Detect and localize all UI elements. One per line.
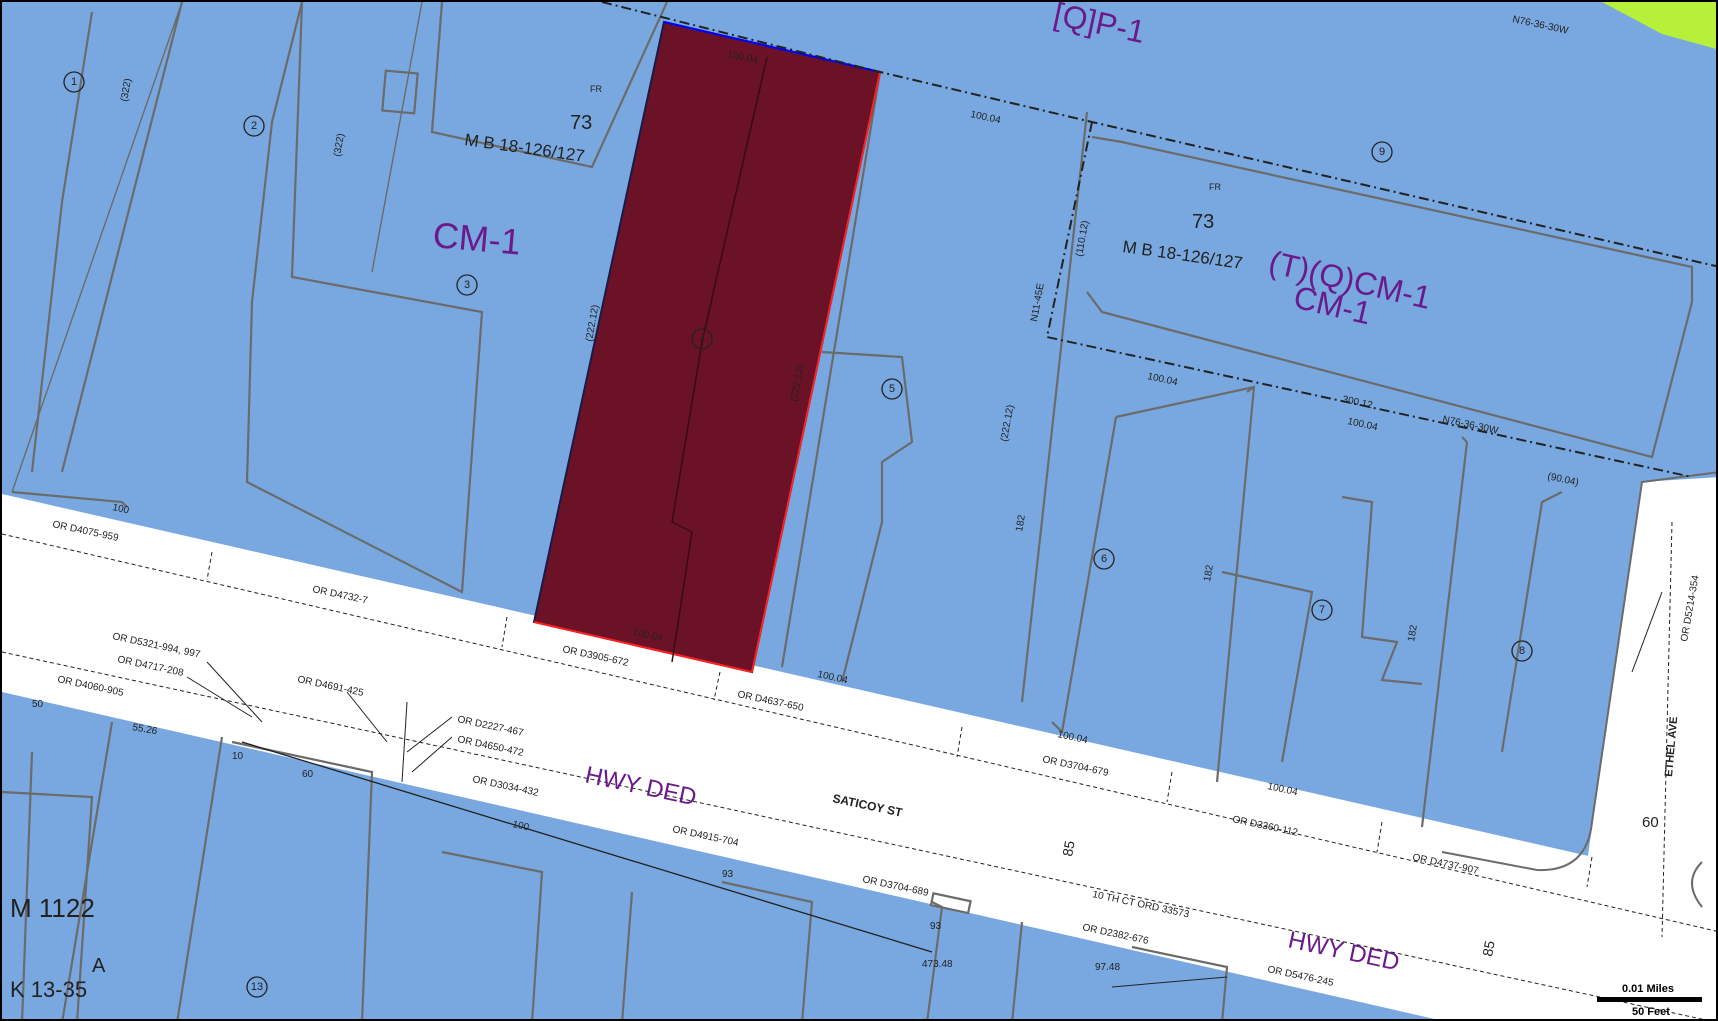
- open-space-zone: [1602, 2, 1716, 49]
- dim-60-a: 60: [302, 769, 314, 780]
- dim-182-a: 182: [1014, 514, 1028, 533]
- tract-num-left: 73: [570, 112, 592, 134]
- scale-feet: 50 Feet: [1632, 1006, 1670, 1018]
- ethel-ave-label: ETHEL AVE: [1663, 716, 1680, 777]
- leader-arrows: [186, 591, 1663, 988]
- dim-473: 473.48: [922, 959, 953, 970]
- dim-93-a: 93: [722, 869, 734, 880]
- dim-100: 100: [111, 502, 130, 516]
- dim-93-b: 93: [930, 921, 942, 932]
- lot-7: 7: [1319, 604, 1325, 616]
- subject-parcel-right-edge: [751, 71, 881, 673]
- lot-3: 3: [464, 279, 470, 291]
- lot-13: 13: [251, 981, 263, 993]
- bearing-middle: N76-36-30W: [1441, 414, 1499, 437]
- dim-a: 100.04: [969, 109, 1002, 126]
- tract-fr-left: FR: [590, 84, 602, 94]
- tract-num-right: 73: [1192, 211, 1214, 233]
- tract-fr-right: FR: [1209, 182, 1221, 192]
- tract-mb-bottom: M 1122: [10, 893, 95, 923]
- dim-300: 300.12: [1341, 394, 1374, 411]
- zone-top-label: [Q]P-1: [1051, 2, 1149, 50]
- curb-line: [1441, 471, 1716, 872]
- dim-90: (90.04): [1546, 471, 1579, 488]
- tract-mb-left: M B 18-126/127: [463, 130, 585, 166]
- ethel-ave-row: [1582, 477, 1716, 897]
- lot-1: 1: [71, 76, 77, 88]
- lot-lines-north: [11, 2, 1694, 828]
- bearing-top: N76-36-30W: [1511, 14, 1569, 37]
- lot-2: 2: [251, 120, 257, 132]
- dim-55: 55.26: [131, 722, 158, 737]
- lot-8: 8: [1519, 645, 1525, 657]
- lot-9: 9: [1379, 146, 1385, 158]
- dim-322-b: (322): [332, 133, 347, 158]
- dim-100-b: 100: [511, 819, 530, 833]
- dim-50: 50: [32, 699, 44, 710]
- dim-182-c: 182: [1406, 624, 1420, 643]
- lot-5: 5: [889, 383, 895, 395]
- dim-c: 100.04: [1346, 416, 1379, 433]
- zone-boundary-top: [601, 2, 1716, 268]
- subject-parcel-inner-line: [671, 56, 768, 663]
- dim-60-b: 60: [1642, 814, 1659, 831]
- dim-10: 10: [232, 751, 244, 762]
- tract-bottom-ref: K 13-35: [10, 977, 87, 1002]
- bearing-side: N11-45E: [1029, 282, 1047, 322]
- street-dashed-lines: [2, 521, 1716, 1019]
- dim-97: 97.48: [1095, 962, 1120, 973]
- lot-lines-south: [2, 721, 1229, 1019]
- tract-bottom-a: A: [92, 955, 106, 977]
- lot-4: 4: [699, 333, 705, 345]
- dim-322-a: (322): [119, 78, 134, 103]
- subject-parcel-bottom-edge: [533, 621, 753, 673]
- saticoy-street-row: [2, 494, 1716, 1019]
- dim-182-b: 182: [1202, 564, 1216, 583]
- lot-numbers: 1 2 3 4 5 6 7 8 9 13: [63, 71, 1533, 998]
- tract-mb-right: M B 18-126/127: [1121, 237, 1243, 273]
- dim-85-b: 85: [1479, 939, 1497, 957]
- dim-b: 100.04: [1146, 371, 1179, 388]
- curb-right: [1691, 861, 1703, 908]
- scale-miles: 0.01 Miles: [1622, 983, 1674, 995]
- zone-cm1-label: CM-1: [431, 214, 522, 263]
- dim-85-a: 85: [1059, 839, 1077, 857]
- dim-222-c: (222.12): [999, 404, 1016, 443]
- lot-6: 6: [1101, 553, 1107, 565]
- dim-110: (110.12): [1074, 220, 1091, 258]
- scale-bar: 0.01 Miles 50 Feet: [1597, 983, 1702, 1018]
